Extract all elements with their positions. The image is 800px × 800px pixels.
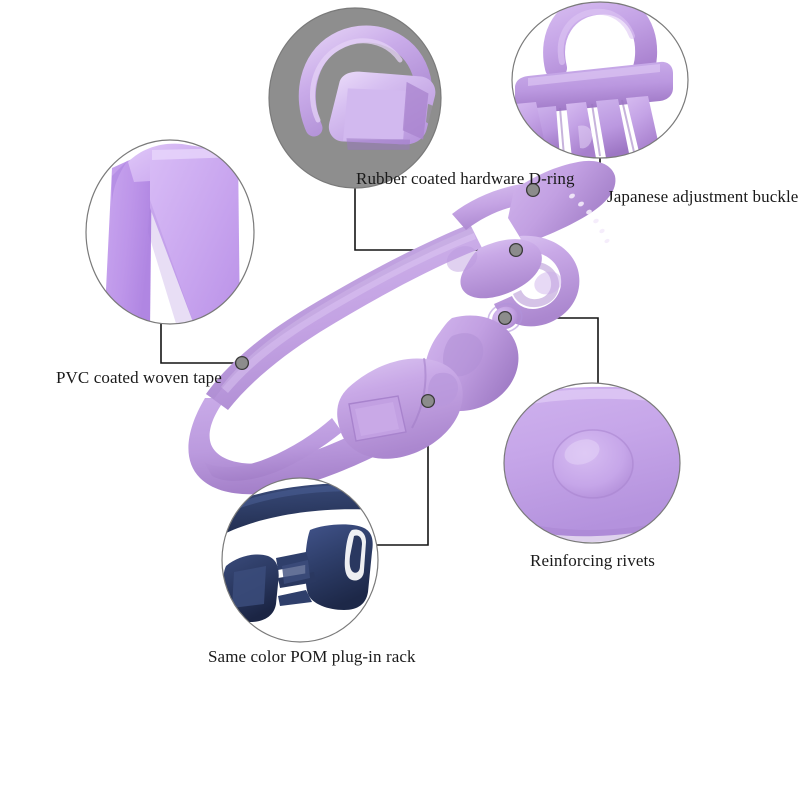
tape-left-limb xyxy=(104,150,152,324)
buckle-female-slot xyxy=(442,333,484,377)
jbuckle-arch-highlight xyxy=(557,8,635,65)
collar-product xyxy=(188,160,616,495)
callout-label-d-ring: Rubber coated hardware D-ring xyxy=(356,169,575,188)
tape-top-highlight xyxy=(152,148,238,160)
jbuckle-prong-4 xyxy=(626,96,660,156)
collar-strap-highlight xyxy=(221,228,476,393)
callout-circle-japanese-buckle xyxy=(511,1,689,159)
leader-line-reinforcing-rivets xyxy=(505,317,599,388)
anchor-dots xyxy=(234,182,541,409)
collar-strap-shadow xyxy=(206,224,474,399)
pom-female-notch-inner xyxy=(349,535,362,573)
collar-d-ring-loop xyxy=(494,235,580,327)
leader-line-pvc-tape xyxy=(160,318,242,364)
dring-keeper-notch xyxy=(426,104,439,125)
jbuckle-slot-highlight xyxy=(578,125,592,149)
collar-d-ring-inner-shade xyxy=(513,261,560,308)
pom-male-center-tongue xyxy=(282,560,310,584)
callout-pom-rack xyxy=(221,477,379,643)
collar-strap-lower-exit xyxy=(204,418,342,481)
callout-circle-pvc-tape xyxy=(85,139,255,325)
buckle-release-arm xyxy=(428,372,458,406)
leader-line-pom-rack xyxy=(362,401,429,546)
rivet-dome-highlight xyxy=(564,439,600,465)
anchor-dot-d-ring xyxy=(508,242,524,258)
dring-keeper-face xyxy=(343,88,408,141)
callout-label-pom-rack: Same color POM plug-in rack xyxy=(208,647,416,666)
dring-keeper-bottom-shadow xyxy=(346,138,411,150)
tape-inner-shadow xyxy=(148,200,196,324)
callout-japanese-buckle xyxy=(511,1,689,159)
pom-male-prong-bottom xyxy=(278,590,312,606)
anchor-dot-reinforcing-rivets xyxy=(497,310,513,326)
collar-strap-main xyxy=(206,224,482,410)
collar-rivet-impression-1 xyxy=(446,246,478,272)
collar-rivet-impression-2 xyxy=(534,271,562,295)
anchor-dot-pom-rack xyxy=(420,393,436,409)
tape-right-limb xyxy=(150,150,240,324)
callout-circle-pom-rack xyxy=(221,477,379,643)
collar-punched-end xyxy=(508,160,616,244)
buckle-seam xyxy=(411,357,427,429)
callout-circle-reinforcing-rivets xyxy=(503,382,681,544)
pom-male-body-face xyxy=(232,566,266,608)
buckle-male-square-inner xyxy=(355,402,399,436)
dring-keeper-edge xyxy=(402,81,429,140)
dring-arch-highlight xyxy=(309,38,403,123)
callout-pvc-tape xyxy=(85,139,255,325)
tape-fold-crease xyxy=(112,160,128,206)
anchor-dot-japanese-buckle xyxy=(525,182,541,198)
jbuckle-prong-3 xyxy=(596,99,630,158)
rivet-dome-edge xyxy=(552,429,634,499)
jbuckle-crossbar-highlight xyxy=(528,64,660,86)
jbuckle-seams xyxy=(559,99,635,157)
callout-label-japanese-buckle: Japanese adjustment buckle xyxy=(607,187,799,206)
callout-circle-d-ring xyxy=(268,7,442,189)
callout-label-pvc-tape: PVC coated woven tape xyxy=(56,368,222,387)
callout-d-ring xyxy=(268,7,442,189)
anchor-dot-pvc-tape xyxy=(234,355,250,371)
adjustment-holes xyxy=(569,193,610,244)
callout-label-reinforcing-rivets: Reinforcing rivets xyxy=(530,551,656,570)
callout-reinforcing-rivets xyxy=(503,382,681,544)
